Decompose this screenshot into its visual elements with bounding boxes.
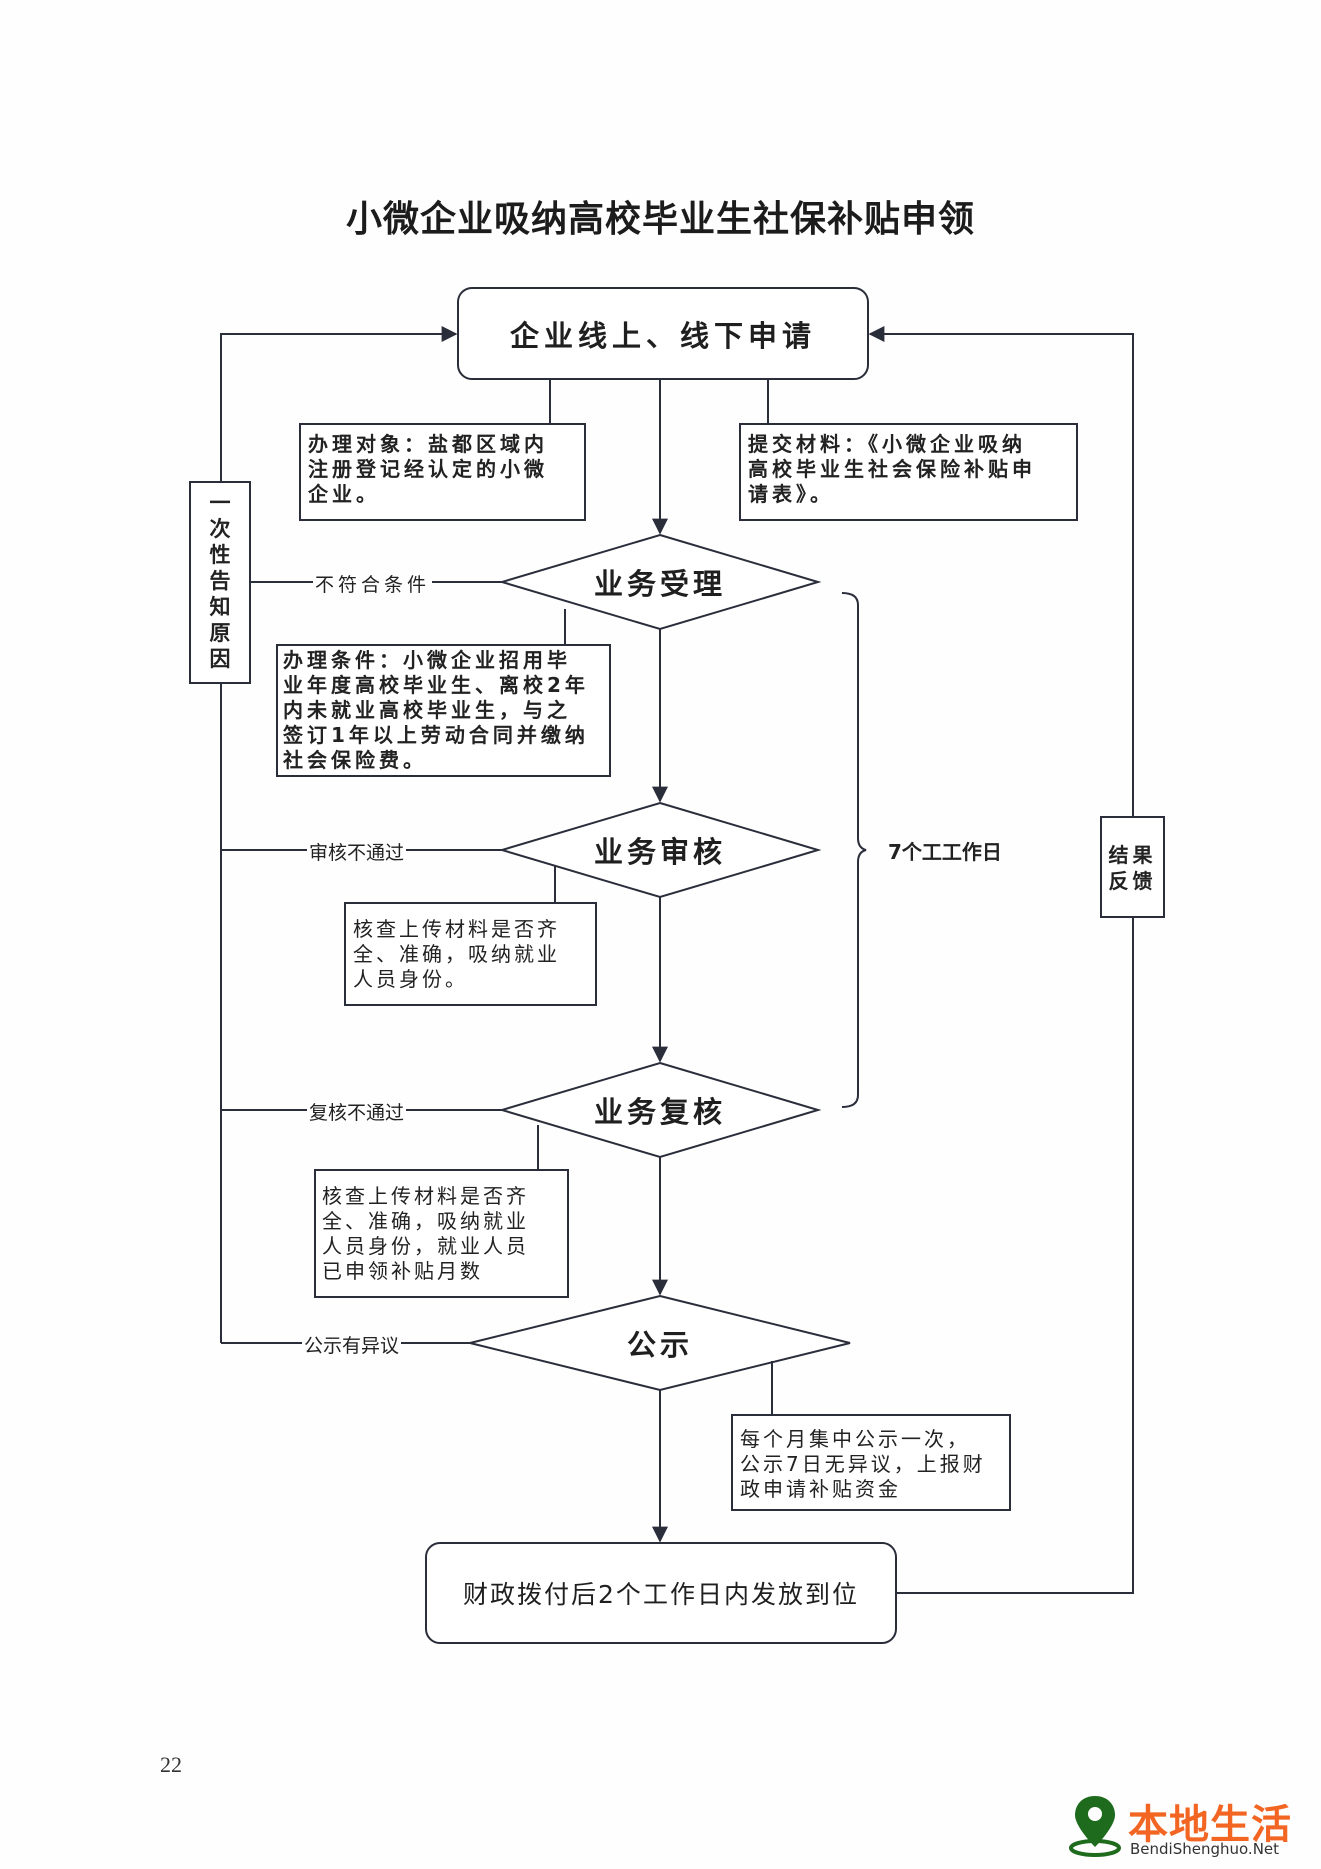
start-box xyxy=(457,287,869,380)
working-days-label: 7个工工作日 xyxy=(886,836,1004,865)
reject-label-step3: 复核不通过 xyxy=(307,1098,407,1125)
step2-label: 业务审核 xyxy=(593,835,726,869)
target-note: 办理对象：盐都区域内 注册登记经认定的小微 企业。 xyxy=(308,432,548,506)
watermark-logo: 本地生活 BendiShenghuo.Net xyxy=(1068,1792,1318,1862)
end-step-label: 财政拨付后2个工作日内发放到位 xyxy=(463,1580,859,1609)
target-note-box xyxy=(299,423,586,521)
step1-label: 业务受理 xyxy=(593,567,726,601)
review-note-box xyxy=(344,902,597,1006)
conditions-note-box xyxy=(276,644,611,777)
start-step-label: 企业线上、线下申请 xyxy=(509,318,816,353)
left-reason-box xyxy=(189,481,251,684)
working-days-bracket xyxy=(841,592,867,1108)
recheck-note-box xyxy=(314,1169,569,1298)
publicity-note-box xyxy=(731,1414,1011,1511)
right-feedback-box xyxy=(1100,816,1165,918)
step3-label: 业务复核 xyxy=(593,1095,726,1129)
review-note: 核查上传材料是否齐 全、准确，吸纳就业 人员身份。 xyxy=(353,917,560,991)
reject-label-step2: 审核不通过 xyxy=(307,838,407,865)
materials-note: 提交材料：《小微企业吸纳 高校毕业生社会保险补贴申 请表》。 xyxy=(748,432,1036,506)
watermark-text-en: BendiShenghuo.Net xyxy=(1130,1840,1280,1858)
recheck-note: 核查上传材料是否齐 全、准确，吸纳就业 人员身份，就业人员 已申领补贴月数 xyxy=(322,1184,529,1283)
watermark-text-cn: 本地生活 xyxy=(1128,1802,1292,1848)
materials-note-box xyxy=(739,423,1078,521)
page-number: 22 xyxy=(160,1752,182,1777)
left-reason-text: 一 次 性 告 知 原 因 xyxy=(209,491,231,671)
map-pin-icon xyxy=(1069,1796,1121,1857)
publicity-note: 每个月集中公示一次， 公示7日无异议，上报财 政申请补贴资金 xyxy=(740,1427,986,1501)
step4-label: 公示 xyxy=(626,1328,693,1362)
right-feedback-text: 结果 反馈 xyxy=(1108,843,1157,893)
left-loop-line xyxy=(220,326,458,1343)
reject-label-step4: 公示有异议 xyxy=(302,1331,402,1358)
document-title: 小微企业吸纳高校毕业生社保补贴申领 xyxy=(345,199,975,240)
conditions-note: 办理条件：小微企业招用毕 业年度高校毕业生、离校2年 内未就业高校毕业生，与之 … xyxy=(283,648,589,772)
reject-label-step1: 不符合条件 xyxy=(313,570,433,597)
right-loop-line xyxy=(868,326,1134,1594)
